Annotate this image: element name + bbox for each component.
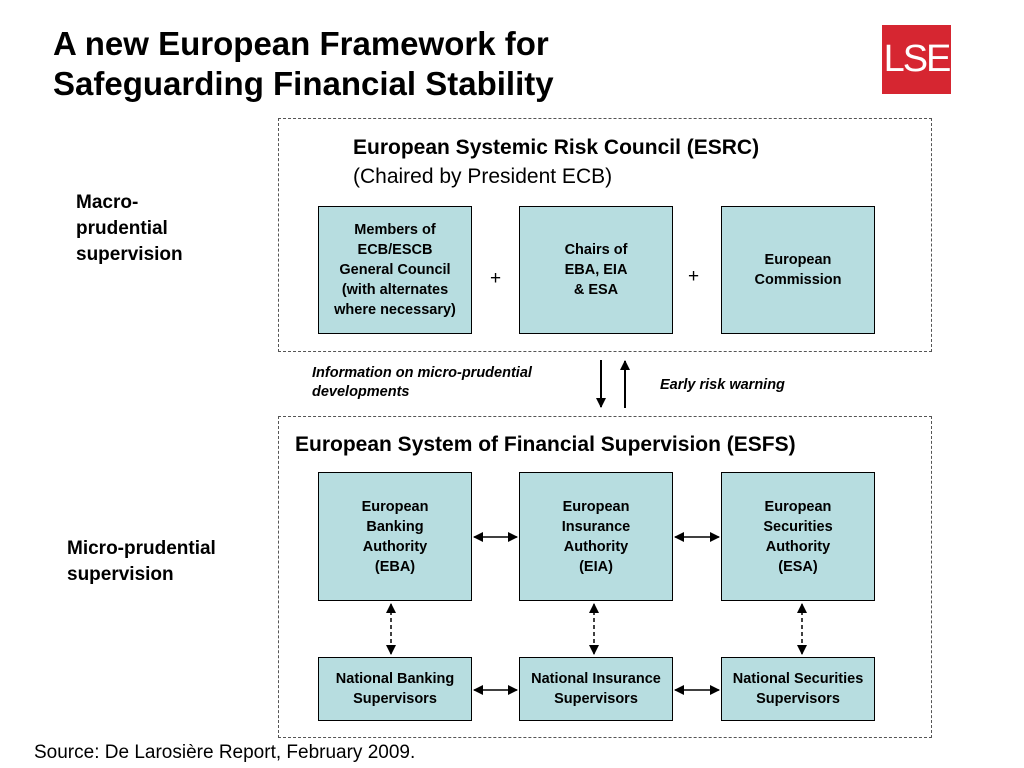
eia-box: European Insurance Authority (EIA)	[519, 472, 673, 601]
esrc-container	[278, 118, 932, 352]
source-note: Source: De Larosière Report, February 20…	[34, 742, 416, 763]
esfs-container	[278, 416, 932, 738]
page-title: A new European Framework for Safeguardin…	[53, 24, 554, 104]
esrc-subheader: (Chaired by President ECB)	[353, 165, 613, 188]
esa-box: European Securities Authority (ESA)	[721, 472, 875, 601]
esrc-commission-box: European Commission	[721, 206, 875, 334]
esfs-header: European System of Financial Supervision…	[295, 433, 796, 456]
micro-side-label: Micro-prudential supervision	[67, 538, 216, 585]
national-insurance-box: National Insurance Supervisors	[519, 657, 673, 721]
title-line-1: A new European Framework for	[53, 25, 549, 62]
national-banking-box: National Banking Supervisors	[318, 657, 472, 721]
esrc-header: European Systemic Risk Council (ESRC)	[353, 136, 760, 159]
info-flow-label: Information on micro-prudential developm…	[312, 365, 532, 400]
esrc-chairs-box: Chairs of EBA, EIA & ESA	[519, 206, 673, 334]
macro-side-label: Macro- prudential supervision	[76, 192, 183, 265]
eba-box: European Banking Authority (EBA)	[318, 472, 472, 601]
plus-sign-2: +	[688, 266, 700, 287]
plus-sign-1: +	[490, 268, 502, 289]
esrc-members-box: Members of ECB/ESCB General Council (wit…	[318, 206, 472, 334]
national-securities-box: National Securities Supervisors	[721, 657, 875, 721]
title-line-2: Safeguarding Financial Stability	[53, 65, 554, 102]
early-warning-label: Early risk warning	[660, 377, 785, 393]
lse-logo: LSE	[882, 25, 951, 94]
